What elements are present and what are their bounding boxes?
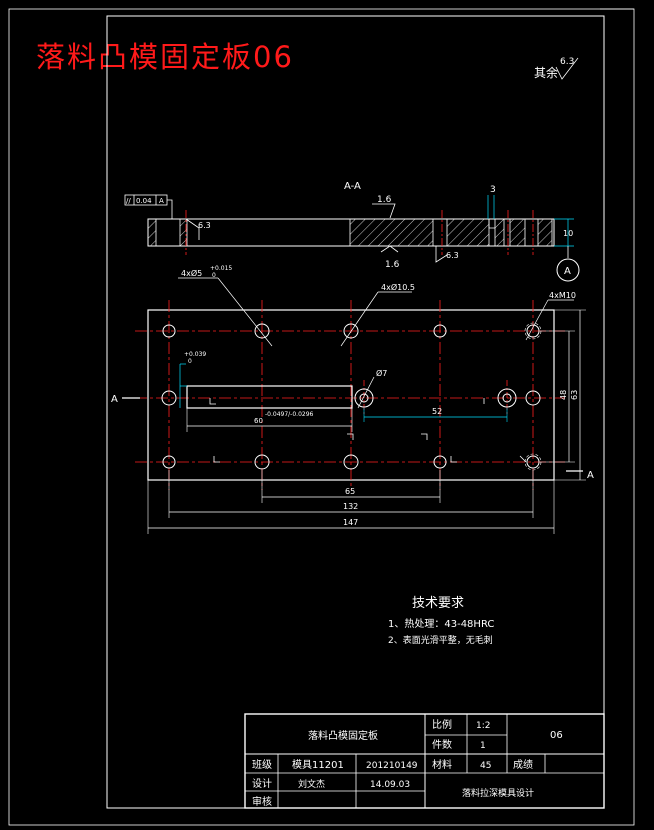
svg-text:147: 147 <box>343 518 358 527</box>
svg-text:A: A <box>159 197 164 205</box>
svg-text:0: 0 <box>212 272 216 279</box>
svg-text:0.04: 0.04 <box>136 197 152 205</box>
svg-text:10: 10 <box>563 229 573 238</box>
svg-text:1、热处理：43-48HRC: 1、热处理：43-48HRC <box>388 617 494 630</box>
dimensions: 4xØ5 +0.015 0 4xØ10.5 4xM10 Ø7 +0.039 0 … <box>147 265 586 534</box>
svg-text:14.09.03: 14.09.03 <box>370 780 410 790</box>
plan-view: A A <box>111 300 594 490</box>
svg-text:201210149: 201210149 <box>366 761 418 771</box>
title-block <box>244 713 605 809</box>
svg-text:1.6: 1.6 <box>385 260 400 270</box>
svg-text:A-A: A-A <box>344 181 361 192</box>
svg-text:审核: 审核 <box>252 795 272 808</box>
drawing-title: 落料凸模固定板06 <box>36 40 294 74</box>
svg-text:班级: 班级 <box>252 759 272 771</box>
svg-text:落料拉深模具设计: 落料拉深模具设计 <box>462 787 534 799</box>
svg-text:4xM10: 4xM10 <box>549 291 576 300</box>
svg-text:1.6: 1.6 <box>377 195 392 205</box>
svg-text:6.3: 6.3 <box>198 221 211 230</box>
svg-text:2、表面光滑平整，无毛刺: 2、表面光滑平整，无毛刺 <box>388 634 493 646</box>
svg-text:4xØ5: 4xØ5 <box>181 268 202 278</box>
svg-text:6.3: 6.3 <box>560 57 574 67</box>
svg-text:1:2: 1:2 <box>476 721 490 731</box>
svg-text:+0.015: +0.015 <box>210 265 232 272</box>
svg-text:4xØ10.5: 4xØ10.5 <box>381 282 415 292</box>
svg-text:45: 45 <box>480 761 491 771</box>
title-block-text: 落料凸模固定板 比例 1:2 件数 1 06 班级 模具11201 201210… <box>252 718 563 808</box>
svg-text:52: 52 <box>432 407 442 416</box>
svg-text:3: 3 <box>490 185 496 195</box>
svg-text:其余: 其余 <box>534 65 558 80</box>
svg-text://: // <box>126 197 131 205</box>
svg-text:件数: 件数 <box>432 738 452 751</box>
svg-text:A: A <box>564 266 571 277</box>
technical-requirements: 技术要求 1、热处理：43-48HRC 2、表面光滑平整，无毛刺 <box>388 596 494 646</box>
svg-text:成绩: 成绩 <box>513 758 533 771</box>
svg-text:1: 1 <box>480 741 486 751</box>
svg-text:6.3: 6.3 <box>446 251 459 260</box>
svg-text:0: 0 <box>188 358 192 365</box>
svg-text:60: 60 <box>254 417 263 425</box>
svg-text:+0.039: +0.039 <box>184 351 206 358</box>
svg-text:48: 48 <box>559 390 568 400</box>
svg-text:65: 65 <box>345 487 355 496</box>
svg-text:A: A <box>587 470 594 481</box>
surface-roughness-note: 其余 6.3 <box>534 57 579 80</box>
svg-text:技术要求: 技术要求 <box>412 596 464 611</box>
svg-text:模具11201: 模具11201 <box>292 759 344 771</box>
outer-border <box>8 8 635 826</box>
svg-text:63: 63 <box>570 390 579 400</box>
svg-text:比例: 比例 <box>432 718 452 731</box>
svg-text:06: 06 <box>550 730 563 741</box>
svg-text:-0.0497/-0.0296: -0.0497/-0.0296 <box>265 411 314 418</box>
svg-text:材料: 材料 <box>432 758 452 771</box>
inner-border <box>106 15 605 809</box>
svg-text:落料凸模固定板: 落料凸模固定板 <box>308 729 378 742</box>
svg-text:132: 132 <box>343 502 358 511</box>
svg-text:Ø7: Ø7 <box>376 368 387 378</box>
svg-text:设计: 设计 <box>252 777 272 790</box>
svg-text:刘文杰: 刘文杰 <box>298 778 325 790</box>
section-view: A-A 1.6 1.6 6.3 6.3 3 10 <box>124 181 580 282</box>
svg-text:A: A <box>111 394 118 405</box>
